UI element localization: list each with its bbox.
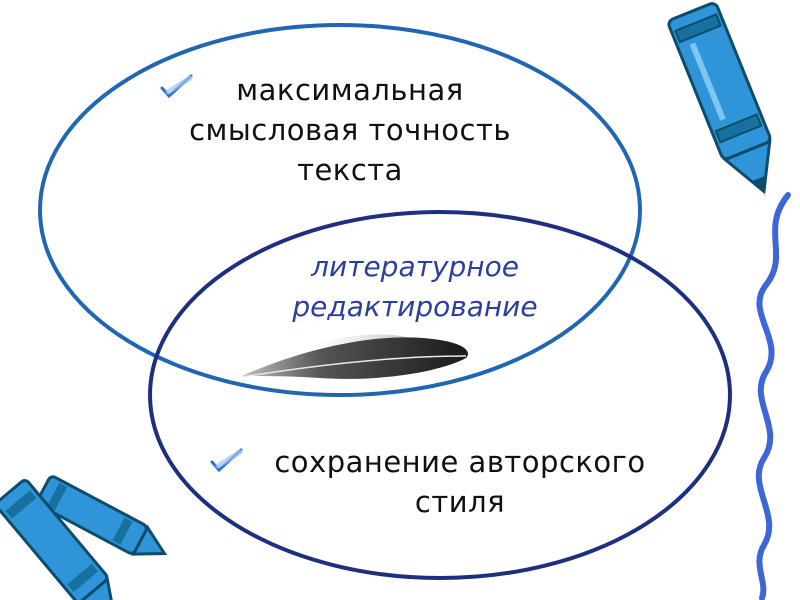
squiggle-line [755,192,791,600]
quill-feather-icon [241,334,469,379]
top-item-line: максимальная [236,73,464,107]
center-label-line: литературное [311,250,519,283]
top-item-text: максимальная смысловая точность текста [120,70,580,190]
top-item-line: текста [297,153,403,187]
crayon-icon [36,475,168,556]
center-label-line: редактирование [292,290,538,323]
check-icon [210,448,243,473]
top-item-line: смысловая точность [189,113,511,147]
bottom-item-line: стиля [414,485,506,519]
bottom-ellipse [148,210,732,580]
crayon-icon [667,2,772,195]
crayon-icon [0,479,117,600]
bottom-item-line: сохранение авторского [274,445,646,479]
center-label: литературное редактирование [230,247,600,327]
top-ellipse [38,23,642,397]
check-icon [160,74,193,99]
bottom-item-text: сохранение авторского стиля [240,442,680,522]
